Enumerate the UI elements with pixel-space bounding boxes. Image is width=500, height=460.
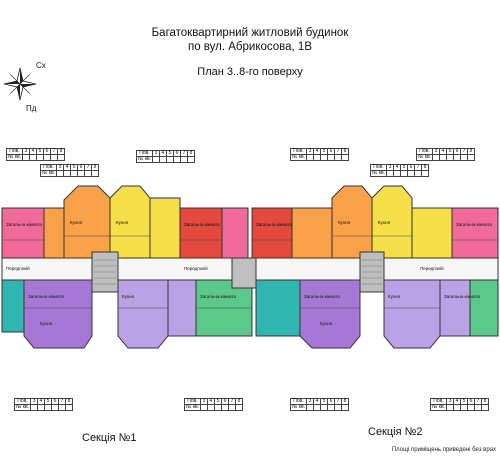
room-label: Передпокій <box>184 265 208 271</box>
flat-9-north[interactable] <box>291 207 333 259</box>
room-label: Загальна кімната <box>184 222 220 227</box>
partitions <box>2 235 498 309</box>
page-title: Багатоквартирний житловий будинок <box>151 27 349 39</box>
room-label: Загальна кімната <box>456 222 492 227</box>
flat-7-south[interactable] <box>299 279 361 349</box>
room-label: Загальна кімната <box>444 294 480 299</box>
room-label: Передпокій <box>6 265 30 271</box>
flat-5-north[interactable] <box>149 197 181 259</box>
room-label: Передпокій <box>420 265 444 271</box>
section-1-label: Секція №1 <box>82 432 137 444</box>
flat-2-south[interactable] <box>23 279 93 349</box>
flat-8-south[interactable] <box>383 279 441 349</box>
flat-6-north[interactable] <box>179 207 223 259</box>
flat-10-south[interactable] <box>469 279 499 337</box>
room-label: Кухня <box>116 220 129 225</box>
compass-south-label: Пд <box>26 104 37 113</box>
room-label: Загальна кімната <box>304 294 340 299</box>
floor-plan: Загальна кімната Кухня Кухня Загальна кі… <box>1 185 499 349</box>
compass-east-label: Сх <box>36 61 46 70</box>
flat-8-north[interactable] <box>251 207 293 259</box>
plan-title: План 3..8-го поверху <box>197 66 303 78</box>
flat-1-south[interactable] <box>1 279 25 333</box>
compass-icon <box>3 67 37 101</box>
room-label: Загальна кімната <box>200 294 236 299</box>
flat-9-south[interactable] <box>439 279 471 337</box>
flat-12-north[interactable] <box>411 207 453 259</box>
room-label: Кухня <box>388 294 401 299</box>
room-label: Загальна кімната <box>28 294 64 299</box>
stair-hatching <box>94 259 382 285</box>
room-labels: Загальна кімната Кухня Кухня Загальна кі… <box>6 220 492 326</box>
room-label: Кухня <box>122 294 135 299</box>
room-label: Кухня <box>320 321 333 326</box>
section-2-label: Секція №2 <box>368 426 423 438</box>
flat-13-north[interactable] <box>451 207 499 259</box>
compass-rose: Сх Пд <box>2 56 48 116</box>
room-label: Кухня <box>378 220 391 225</box>
flat-6-south[interactable] <box>255 279 301 337</box>
footnote: Площі приміщень приведені без врах <box>391 447 496 453</box>
room-label: Кухня <box>40 321 53 326</box>
room-label: Кухня <box>338 220 351 225</box>
flat-7-north[interactable] <box>221 207 249 259</box>
flat-1-north[interactable] <box>1 207 45 259</box>
room-label: Кухня <box>70 220 83 225</box>
flat-2-north[interactable] <box>43 207 65 259</box>
room-label: Загальна кімната <box>256 222 292 227</box>
page-subtitle: по вул. Абрикосова, 1В <box>187 41 312 53</box>
room-label: Загальна кімната <box>6 222 42 227</box>
elevator-core <box>231 257 257 289</box>
flat-4-south[interactable] <box>167 279 197 337</box>
flat-3-south[interactable] <box>117 279 169 349</box>
